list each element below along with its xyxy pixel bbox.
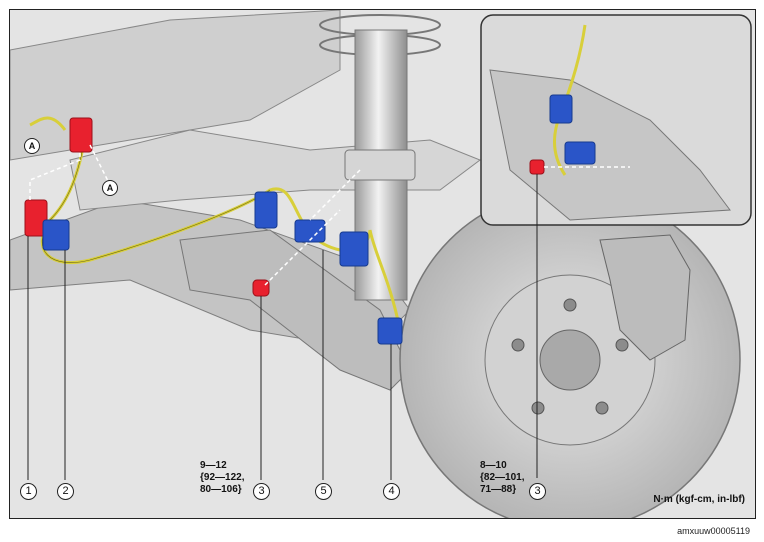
sensor-blue <box>377 317 403 345</box>
diagram-frame: A A 1 2 3 5 4 3 9—12 {92—122, 80—106} 8—… <box>9 9 756 519</box>
leader-lines <box>27 236 392 480</box>
wheel-studs <box>511 298 629 415</box>
torque-spec-right: 8—10 {82—101, 71—88} <box>480 460 525 495</box>
clip-blue-1 <box>254 191 278 229</box>
callout-3-right: 3 <box>529 483 546 500</box>
connector-tag-a-right: A <box>102 180 118 196</box>
clip-blue-3 <box>339 231 369 267</box>
connector-tag-a-left: A <box>24 138 40 154</box>
connector-red-lower <box>24 199 48 237</box>
clip-blue-2 <box>294 219 326 243</box>
torque-units-note: N·m (kgf-cm, in-lbf) <box>653 494 745 505</box>
inset-clip-lower <box>564 141 596 165</box>
inset-clip-upper <box>549 94 573 124</box>
callout-5: 5 <box>315 483 332 500</box>
hub-center <box>539 329 601 391</box>
dashed-guides <box>29 144 361 286</box>
inset-bolt-red <box>529 159 545 175</box>
control-arm-shape <box>179 229 411 391</box>
wheel-speed-wire-outline <box>41 134 271 263</box>
connector-red-upper <box>69 117 93 153</box>
strut-lower <box>344 149 416 181</box>
callout-2: 2 <box>57 483 74 500</box>
callout-3-left: 3 <box>253 483 270 500</box>
callout-4: 4 <box>383 483 400 500</box>
figure-code: amxuuw00005119 <box>677 526 750 536</box>
suspension-illustration <box>10 10 752 518</box>
connector-blue-lower <box>42 219 70 251</box>
torque-spec-left: 9—12 {92—122, 80—106} <box>200 460 245 495</box>
callout-1: 1 <box>20 483 37 500</box>
brake-caliper <box>599 234 691 361</box>
